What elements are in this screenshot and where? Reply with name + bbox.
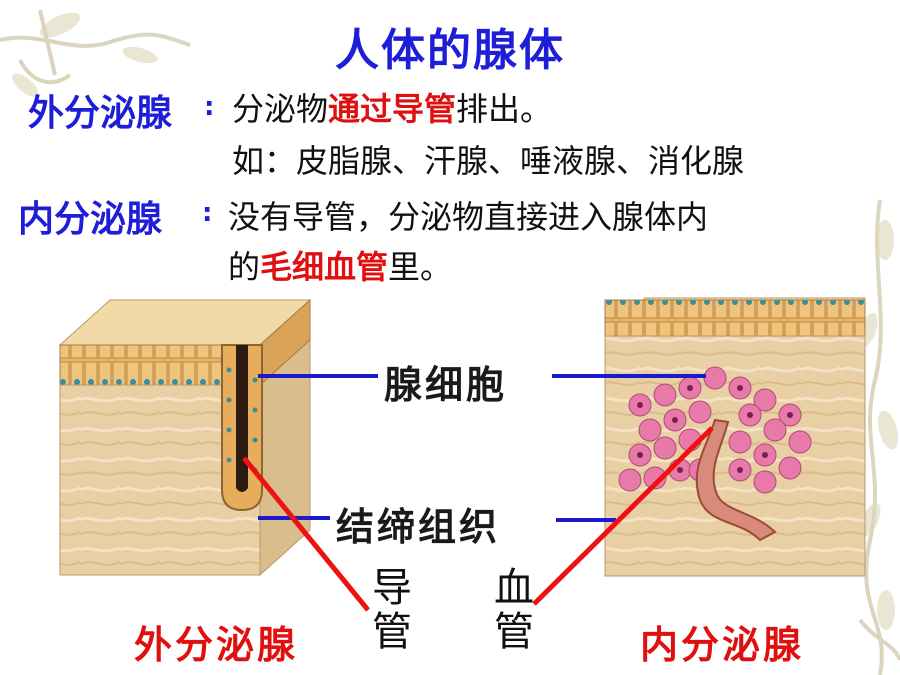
endocrine-caption: 内分泌腺 xyxy=(640,623,805,667)
endocrine-desc-2b: 里。 xyxy=(388,248,453,286)
endocrine-desc-line1: 没有导管，分泌物直接进入腺体内 xyxy=(228,198,709,236)
endocrine-desc-line2: 的毛细血管里。 xyxy=(228,242,452,288)
endocrine-cell-cluster xyxy=(618,366,812,494)
duct-label: 导 管 xyxy=(368,566,416,654)
endocrine-desc-highlight: 毛细血管 xyxy=(260,248,389,286)
endocrine-term: 内分泌腺 xyxy=(18,199,163,240)
exocrine-term: 外分泌腺 xyxy=(28,93,173,134)
exocrine-separator: : xyxy=(204,92,215,122)
duct-label-char-2: 管 xyxy=(372,609,412,655)
exocrine-examples: 如：皮脂腺、汗腺、唾液腺、消化腺 xyxy=(232,142,745,180)
exocrine-desc-highlight: 通过导管 xyxy=(328,90,457,128)
page-title: 人体的腺体 xyxy=(335,25,565,76)
vessel-label: 血 管 xyxy=(490,566,538,654)
vessel-label-char-1: 血 xyxy=(494,565,534,611)
exocrine-caption: 外分泌腺 xyxy=(134,623,299,667)
duct-label-char-1: 导 xyxy=(372,565,412,611)
capillary-vessel xyxy=(695,418,777,542)
exocrine-desc-1: 分泌物 xyxy=(232,90,329,128)
endocrine-desc-2a: 的 xyxy=(228,248,261,286)
gland-cell-label: 腺细胞 xyxy=(384,363,508,407)
pointer-lines xyxy=(242,374,714,612)
exocrine-description: 分泌物通过导管排出。 xyxy=(232,84,552,130)
vessel-label-char-2: 管 xyxy=(494,609,534,655)
endocrine-separator: : xyxy=(202,198,213,228)
exocrine-desc-2: 排出。 xyxy=(456,90,553,128)
exocrine-tissue-block xyxy=(58,298,312,577)
endocrine-tissue-block xyxy=(603,297,867,577)
connective-tissue-label: 结缔组织 xyxy=(336,505,501,549)
